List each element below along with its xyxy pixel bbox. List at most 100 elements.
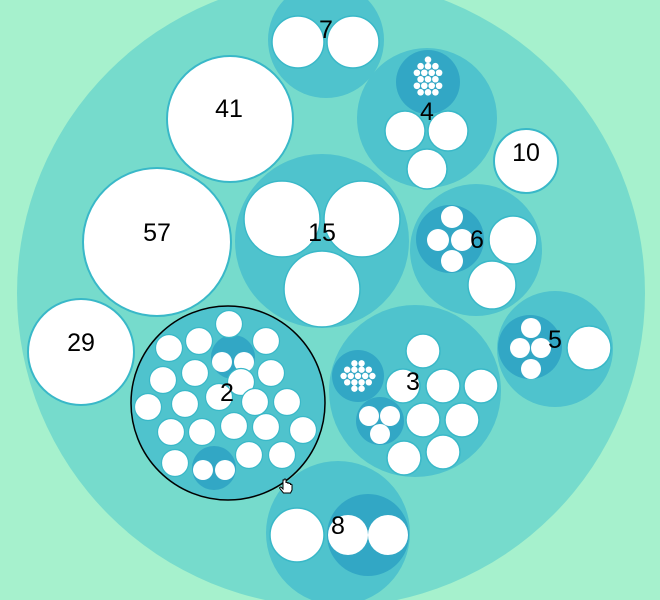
leaf-circle[interactable]: [328, 515, 368, 555]
leaf-circle[interactable]: [283, 250, 361, 328]
node-group-3[interactable]: 3: [329, 305, 501, 477]
leaf-circle[interactable]: [467, 260, 517, 310]
leaf-circle[interactable]: [488, 215, 538, 265]
leaf-circle[interactable]: [359, 406, 379, 426]
leaf-circle[interactable]: [326, 15, 380, 69]
leaf-circle[interactable]: [566, 325, 612, 371]
leaf-circle[interactable]: [451, 229, 473, 251]
leaf-circle[interactable]: [272, 387, 302, 417]
leaf-circle[interactable]: [166, 55, 294, 183]
node-group-8[interactable]: 8: [266, 461, 410, 600]
leaf-circle[interactable]: [184, 326, 214, 356]
leaf-circle[interactable]: [351, 366, 358, 373]
leaf-circle[interactable]: [385, 368, 421, 404]
subgroup-circle[interactable]: [416, 205, 484, 273]
subgroup-circle[interactable]: [498, 315, 562, 379]
node-group-4[interactable]: 4: [357, 48, 497, 190]
leaf-circle[interactable]: [148, 365, 178, 395]
leaf-circle[interactable]: [370, 424, 390, 444]
leaf-circle[interactable]: [428, 69, 436, 77]
leaf-circle[interactable]: [267, 440, 297, 470]
leaf-circle[interactable]: [351, 360, 358, 367]
leaf-circle[interactable]: [358, 360, 365, 367]
leaf-circle[interactable]: [425, 434, 461, 470]
leaf-circle[interactable]: [240, 387, 270, 417]
leaf-circle[interactable]: [531, 338, 551, 358]
leaf-circle[interactable]: [344, 366, 351, 373]
node-group-2[interactable]: 2: [130, 305, 326, 501]
leaf-circle[interactable]: [421, 82, 428, 90]
leaf-circle[interactable]: [427, 229, 449, 251]
leaf-circle[interactable]: [82, 167, 232, 317]
leaf-circle[interactable]: [413, 69, 421, 77]
leaf-circle[interactable]: [432, 75, 439, 83]
node-group-29[interactable]: 29: [27, 298, 135, 406]
node-group-6[interactable]: 6: [410, 184, 542, 316]
leaf-circle[interactable]: [358, 385, 365, 392]
leaf-circle[interactable]: [365, 379, 372, 386]
node-group-7[interactable]: 7: [268, 0, 384, 98]
leaf-circle[interactable]: [427, 110, 469, 152]
leaf-circle[interactable]: [234, 440, 264, 470]
leaf-circle[interactable]: [358, 379, 365, 386]
leaf-circle[interactable]: [510, 338, 530, 358]
leaf-circle[interactable]: [160, 448, 190, 478]
leaf-circle[interactable]: [380, 406, 400, 426]
leaf-circle[interactable]: [463, 368, 499, 404]
leaf-circle[interactable]: [424, 88, 432, 96]
leaf-circle[interactable]: [432, 88, 439, 96]
leaf-circle[interactable]: [417, 62, 424, 70]
leaf-circle[interactable]: [386, 440, 422, 476]
leaf-circle[interactable]: [421, 69, 428, 77]
leaf-circle[interactable]: [133, 392, 163, 422]
leaf-circle[interactable]: [384, 110, 426, 152]
leaf-circle[interactable]: [521, 318, 541, 338]
leaf-circle[interactable]: [215, 460, 235, 480]
leaf-circle[interactable]: [351, 385, 358, 392]
leaf-circle[interactable]: [424, 62, 432, 70]
leaf-circle[interactable]: [156, 417, 186, 447]
node-group-41[interactable]: 41: [166, 55, 294, 183]
leaf-circle[interactable]: [204, 382, 234, 412]
leaf-circle[interactable]: [269, 507, 325, 563]
leaf-circle[interactable]: [219, 411, 249, 441]
leaf-circle[interactable]: [251, 412, 281, 442]
leaf-circle[interactable]: [405, 333, 441, 369]
leaf-circle[interactable]: [493, 128, 559, 194]
leaf-circle[interactable]: [27, 298, 135, 406]
leaf-circle[interactable]: [288, 415, 318, 445]
leaf-circle[interactable]: [417, 75, 424, 83]
node-group-10[interactable]: 10: [493, 128, 559, 194]
leaf-circle[interactable]: [340, 372, 347, 380]
leaf-circle[interactable]: [424, 75, 432, 83]
leaf-circle[interactable]: [170, 389, 200, 419]
node-group-57[interactable]: 57: [82, 167, 232, 317]
leaf-circle[interactable]: [256, 358, 286, 388]
leaf-circle[interactable]: [417, 88, 424, 96]
leaf-circle[interactable]: [358, 366, 365, 373]
leaf-circle[interactable]: [435, 82, 443, 90]
leaf-circle[interactable]: [212, 352, 232, 372]
leaf-circle[interactable]: [187, 417, 217, 447]
group-circle[interactable]: [357, 48, 497, 188]
node-group-15[interactable]: 15: [235, 154, 409, 328]
leaf-circle[interactable]: [428, 82, 436, 90]
leaf-circle[interactable]: [234, 352, 254, 372]
leaf-circle[interactable]: [406, 148, 448, 190]
leaf-circle[interactable]: [432, 62, 439, 70]
leaf-circle[interactable]: [441, 206, 463, 228]
leaf-circle[interactable]: [193, 460, 213, 480]
leaf-circle[interactable]: [243, 180, 321, 258]
leaf-circle[interactable]: [444, 402, 480, 438]
leaf-circle[interactable]: [323, 180, 401, 258]
leaf-circle[interactable]: [425, 368, 461, 404]
leaf-circle[interactable]: [226, 367, 256, 397]
leaf-circle[interactable]: [413, 82, 421, 90]
leaf-circle[interactable]: [521, 359, 541, 379]
leaf-circle[interactable]: [214, 309, 244, 339]
leaf-circle[interactable]: [369, 372, 376, 380]
leaf-circle[interactable]: [251, 326, 281, 356]
leaf-circle[interactable]: [365, 366, 372, 373]
leaf-circle[interactable]: [441, 250, 463, 272]
leaf-circle[interactable]: [351, 379, 358, 386]
